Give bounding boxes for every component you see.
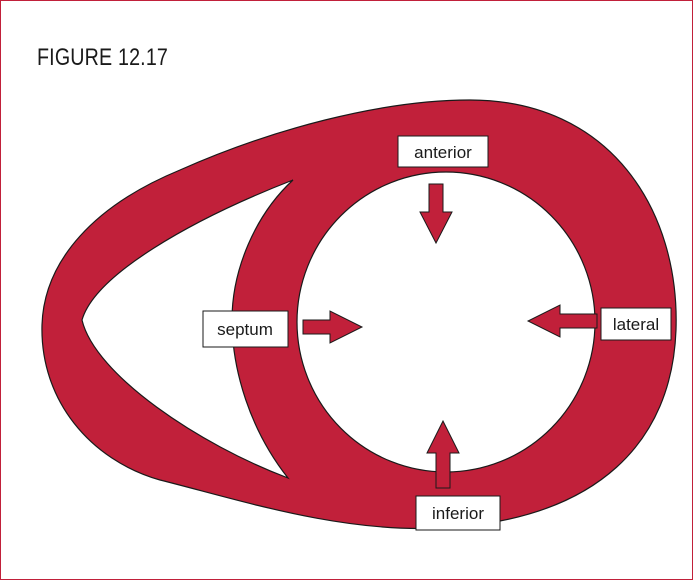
- anterior-label: anterior: [414, 143, 472, 162]
- anterior-arrow: [419, 183, 453, 245]
- inferior-label: inferior: [432, 504, 484, 523]
- right-ventricle-cavity: [81, 179, 294, 480]
- anterior-label-box: anterior: [397, 135, 489, 168]
- lateral-arrow: [526, 304, 598, 338]
- septum-label-box: septum: [202, 310, 289, 348]
- figure-title: FIGURE 12.17: [37, 44, 169, 71]
- septum-arrow: [302, 310, 364, 344]
- septum-label: septum: [217, 320, 273, 339]
- inferior-label-box: inferior: [415, 495, 501, 531]
- lateral-label: lateral: [613, 315, 659, 334]
- inferior-arrow: [426, 419, 460, 489]
- lateral-label-box: lateral: [600, 307, 672, 341]
